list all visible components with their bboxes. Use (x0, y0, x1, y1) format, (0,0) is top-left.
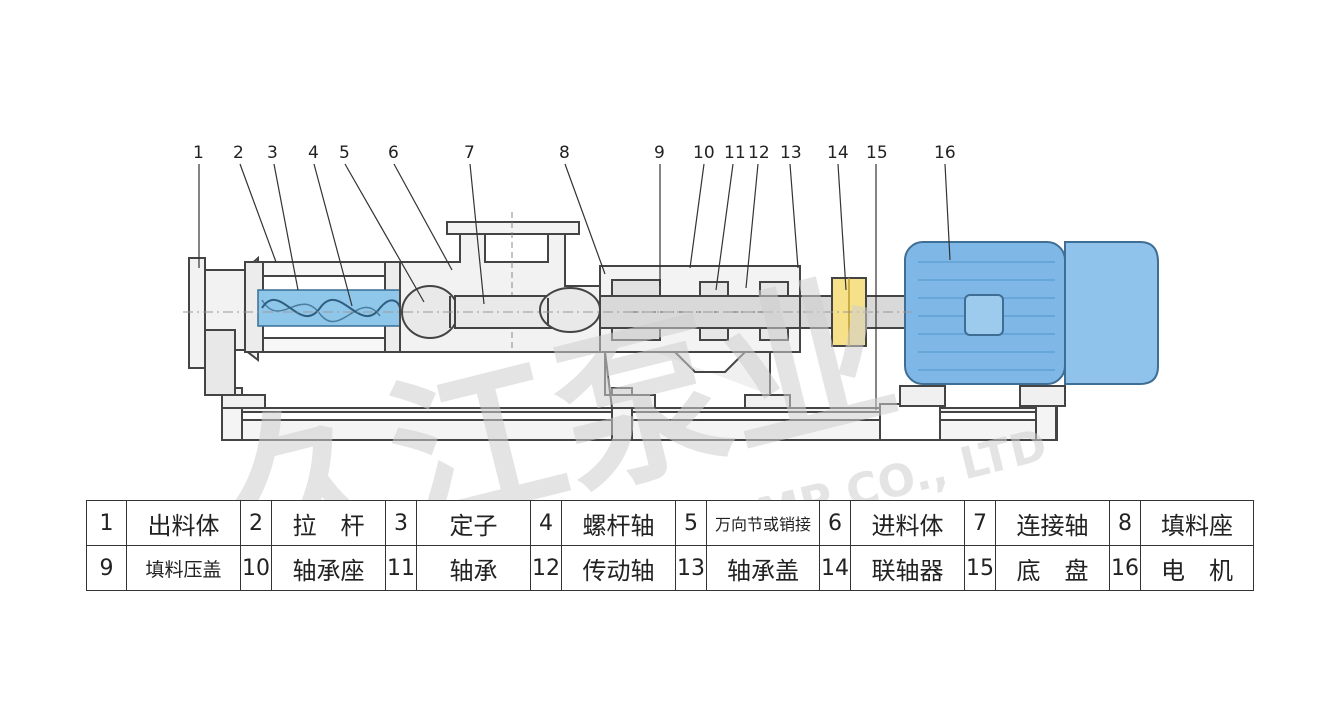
callout-numbers: 1 2 3 4 5 6 7 8 9 10 11 12 13 14 15 16 (193, 143, 956, 163)
callout-9: 9 (654, 143, 665, 163)
part-number: 13 (675, 545, 707, 591)
bearing-housing (599, 265, 811, 353)
motor (899, 241, 1159, 407)
part-name: 轴承盖 (706, 545, 820, 591)
callout-16: 16 (934, 143, 956, 163)
part-name: 轴承 (416, 545, 531, 591)
callout-4: 4 (308, 143, 319, 163)
callout-15: 15 (866, 143, 888, 163)
callout-1: 1 (193, 143, 204, 163)
part-number: 9 (86, 545, 127, 591)
callout-8: 8 (559, 143, 570, 163)
pump-cross-section-diagram: 1 2 3 4 5 6 7 8 9 10 11 12 13 14 15 16 久… (183, 143, 1159, 500)
part-name: 出料体 (126, 500, 241, 546)
part-name: 电 机 (1140, 545, 1254, 591)
callout-14: 14 (827, 143, 849, 163)
callout-3: 3 (267, 143, 278, 163)
part-number: 3 (385, 500, 417, 546)
callout-7: 7 (464, 143, 475, 163)
table-row: 9 填料压盖 10 轴承座 11 轴承 12 传动轴 13 轴承盖 14 联轴器… (86, 545, 1254, 591)
part-name: 底 盘 (995, 545, 1110, 591)
part-number: 16 (1109, 545, 1141, 591)
part-number: 1 (86, 500, 127, 546)
part-number: 11 (385, 545, 417, 591)
part-name: 拉 杆 (271, 500, 386, 546)
part-number: 14 (819, 545, 851, 591)
part-name: 填料座 (1140, 500, 1254, 546)
part-number: 10 (240, 545, 272, 591)
callout-5: 5 (339, 143, 350, 163)
callout-6: 6 (388, 143, 399, 163)
supports (204, 351, 791, 409)
table-row: 1 出料体 2 拉 杆 3 定子 4 螺杆轴 5 万向节或销接 6 进料体 7 … (86, 500, 1254, 546)
part-name: 联轴器 (850, 545, 965, 591)
callout-10: 10 (693, 143, 715, 163)
part-name: 螺杆轴 (561, 500, 676, 546)
callout-13: 13 (780, 143, 802, 163)
part-name: 进料体 (850, 500, 965, 546)
part-name: 连接轴 (995, 500, 1110, 546)
part-name: 轴承座 (271, 545, 386, 591)
callout-11: 11 (724, 143, 746, 163)
part-number: 12 (530, 545, 562, 591)
part-name: 填料压盖 (126, 545, 241, 591)
callout-2: 2 (233, 143, 244, 163)
part-number: 6 (819, 500, 851, 546)
part-name: 定子 (416, 500, 531, 546)
callout-12: 12 (748, 143, 770, 163)
leader-lines (198, 163, 951, 410)
part-number: 15 (964, 545, 996, 591)
part-number: 8 (1109, 500, 1141, 546)
part-name: 传动轴 (561, 545, 676, 591)
parts-table: 1 出料体 2 拉 杆 3 定子 4 螺杆轴 5 万向节或销接 6 进料体 7 … (86, 500, 1254, 591)
rotor-screw (257, 289, 401, 327)
part-number: 7 (964, 500, 996, 546)
part-number: 5 (675, 500, 707, 546)
part-number: 2 (240, 500, 272, 546)
part-number: 4 (530, 500, 562, 546)
part-name: 万向节或销接 (706, 500, 820, 546)
